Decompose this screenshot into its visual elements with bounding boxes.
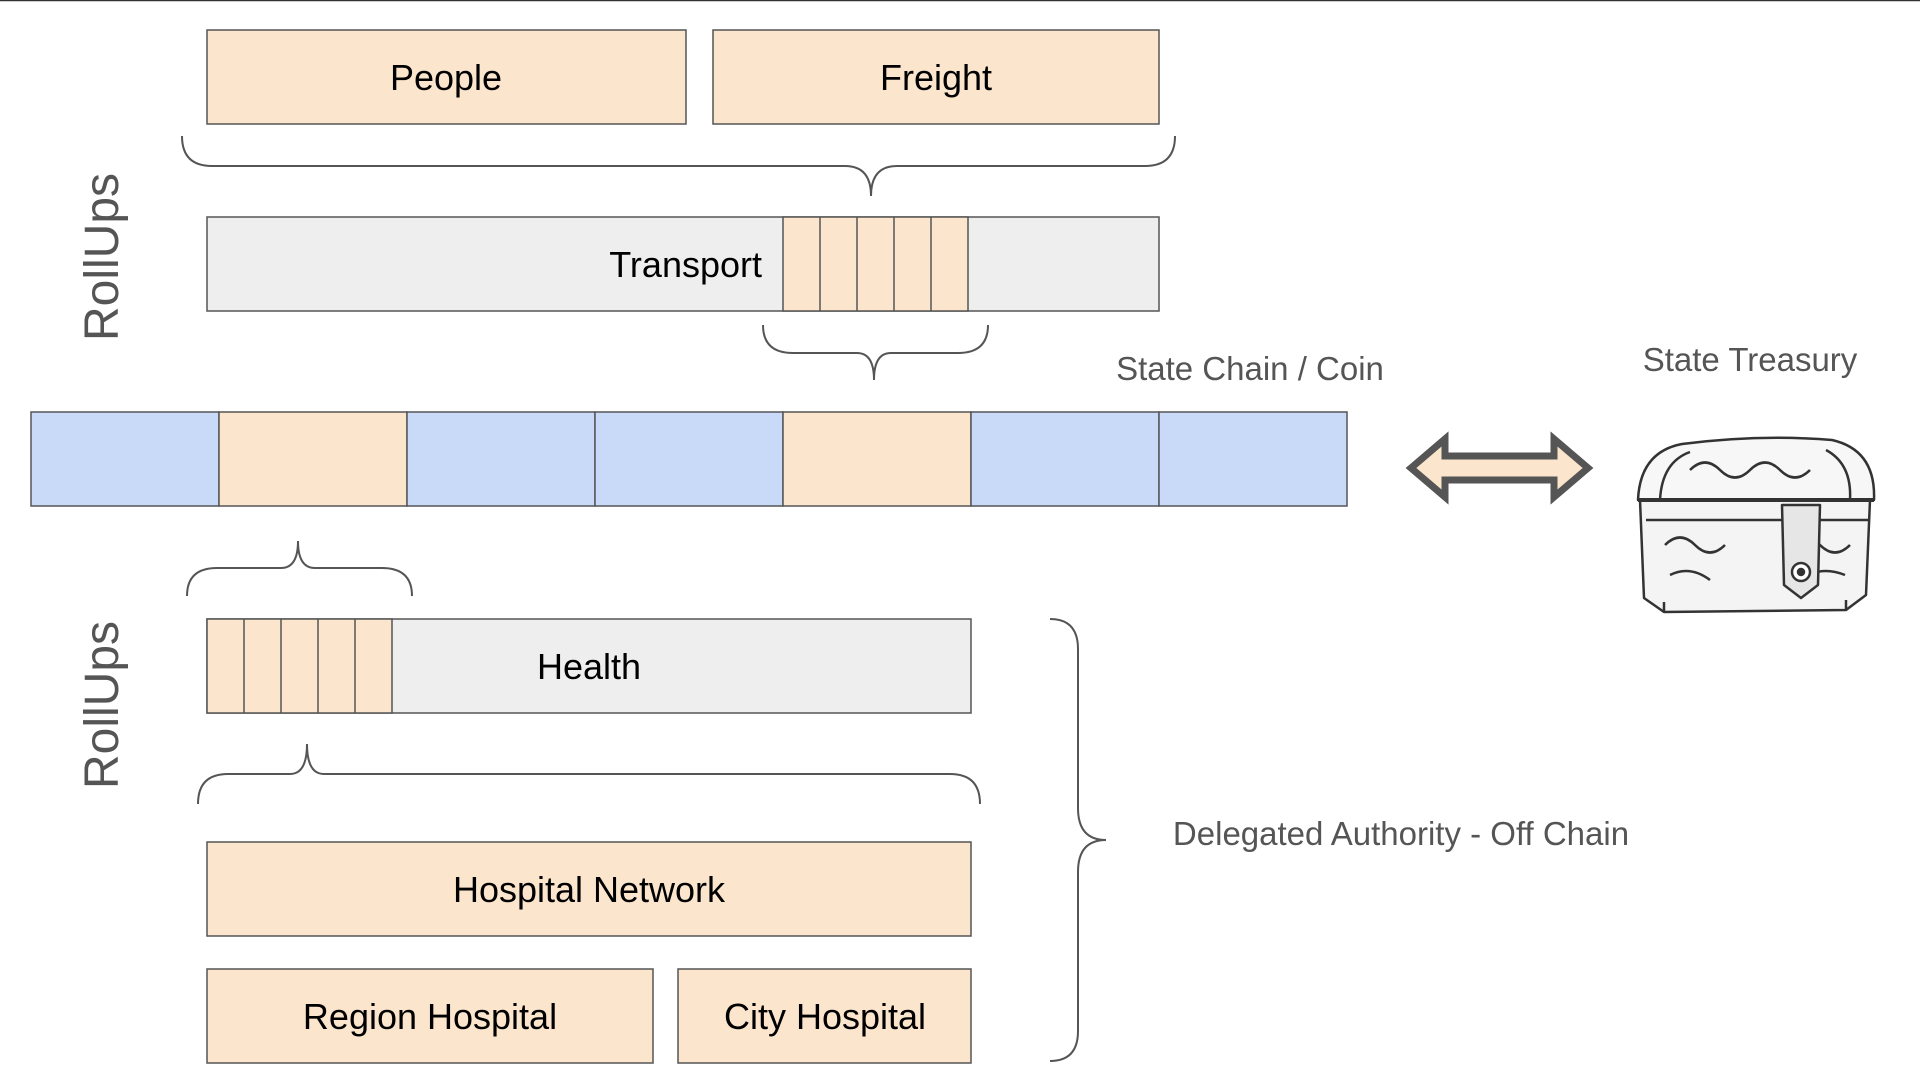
transport-rollup-batch	[782, 216, 969, 312]
hospital-network-box: Hospital Network	[206, 841, 972, 937]
city-hospital-label: City Hospital	[724, 996, 926, 1037]
state-chain-block	[406, 411, 596, 507]
delegated-authority-brace	[1049, 618, 1107, 1062]
state-chain-block	[30, 411, 220, 507]
state-chain	[30, 411, 1348, 507]
transport-box: Transport	[206, 216, 1160, 312]
state-chain-block	[970, 411, 1160, 507]
state-chain-block	[782, 411, 972, 507]
health-batch-brace	[186, 540, 413, 597]
state-chain-label: State Chain / Coin	[1116, 350, 1384, 387]
freight-box: Freight	[712, 29, 1160, 125]
double-headed-arrow-icon	[1405, 431, 1594, 505]
transport-label: Transport	[609, 244, 762, 285]
region-hospital-box: Region Hospital	[206, 968, 654, 1064]
state-chain-block	[1158, 411, 1348, 507]
state-chain-block	[218, 411, 408, 507]
state-treasury-label: State Treasury	[1643, 341, 1858, 378]
city-hospital-box: City Hospital	[677, 968, 972, 1064]
bottom-rollups-label: RollUps	[76, 621, 129, 789]
health-rollup-batch	[206, 618, 393, 714]
hospital-network-brace	[197, 743, 981, 805]
delegated-authority-label: Delegated Authority - Off Chain	[1173, 815, 1629, 852]
hospital-network-label: Hospital Network	[453, 869, 726, 910]
people-label: People	[390, 57, 502, 98]
health-label: Health	[537, 646, 641, 687]
region-hospital-label: Region Hospital	[303, 996, 557, 1037]
freight-label: Freight	[880, 57, 992, 98]
top-rollups-label: RollUps	[76, 173, 129, 341]
transport-brace	[762, 324, 989, 381]
people-freight-brace	[181, 135, 1176, 197]
people-box: People	[206, 29, 687, 125]
treasure-chest-icon	[1636, 436, 1876, 614]
health-box: Health	[206, 618, 972, 714]
state-chain-block	[594, 411, 784, 507]
